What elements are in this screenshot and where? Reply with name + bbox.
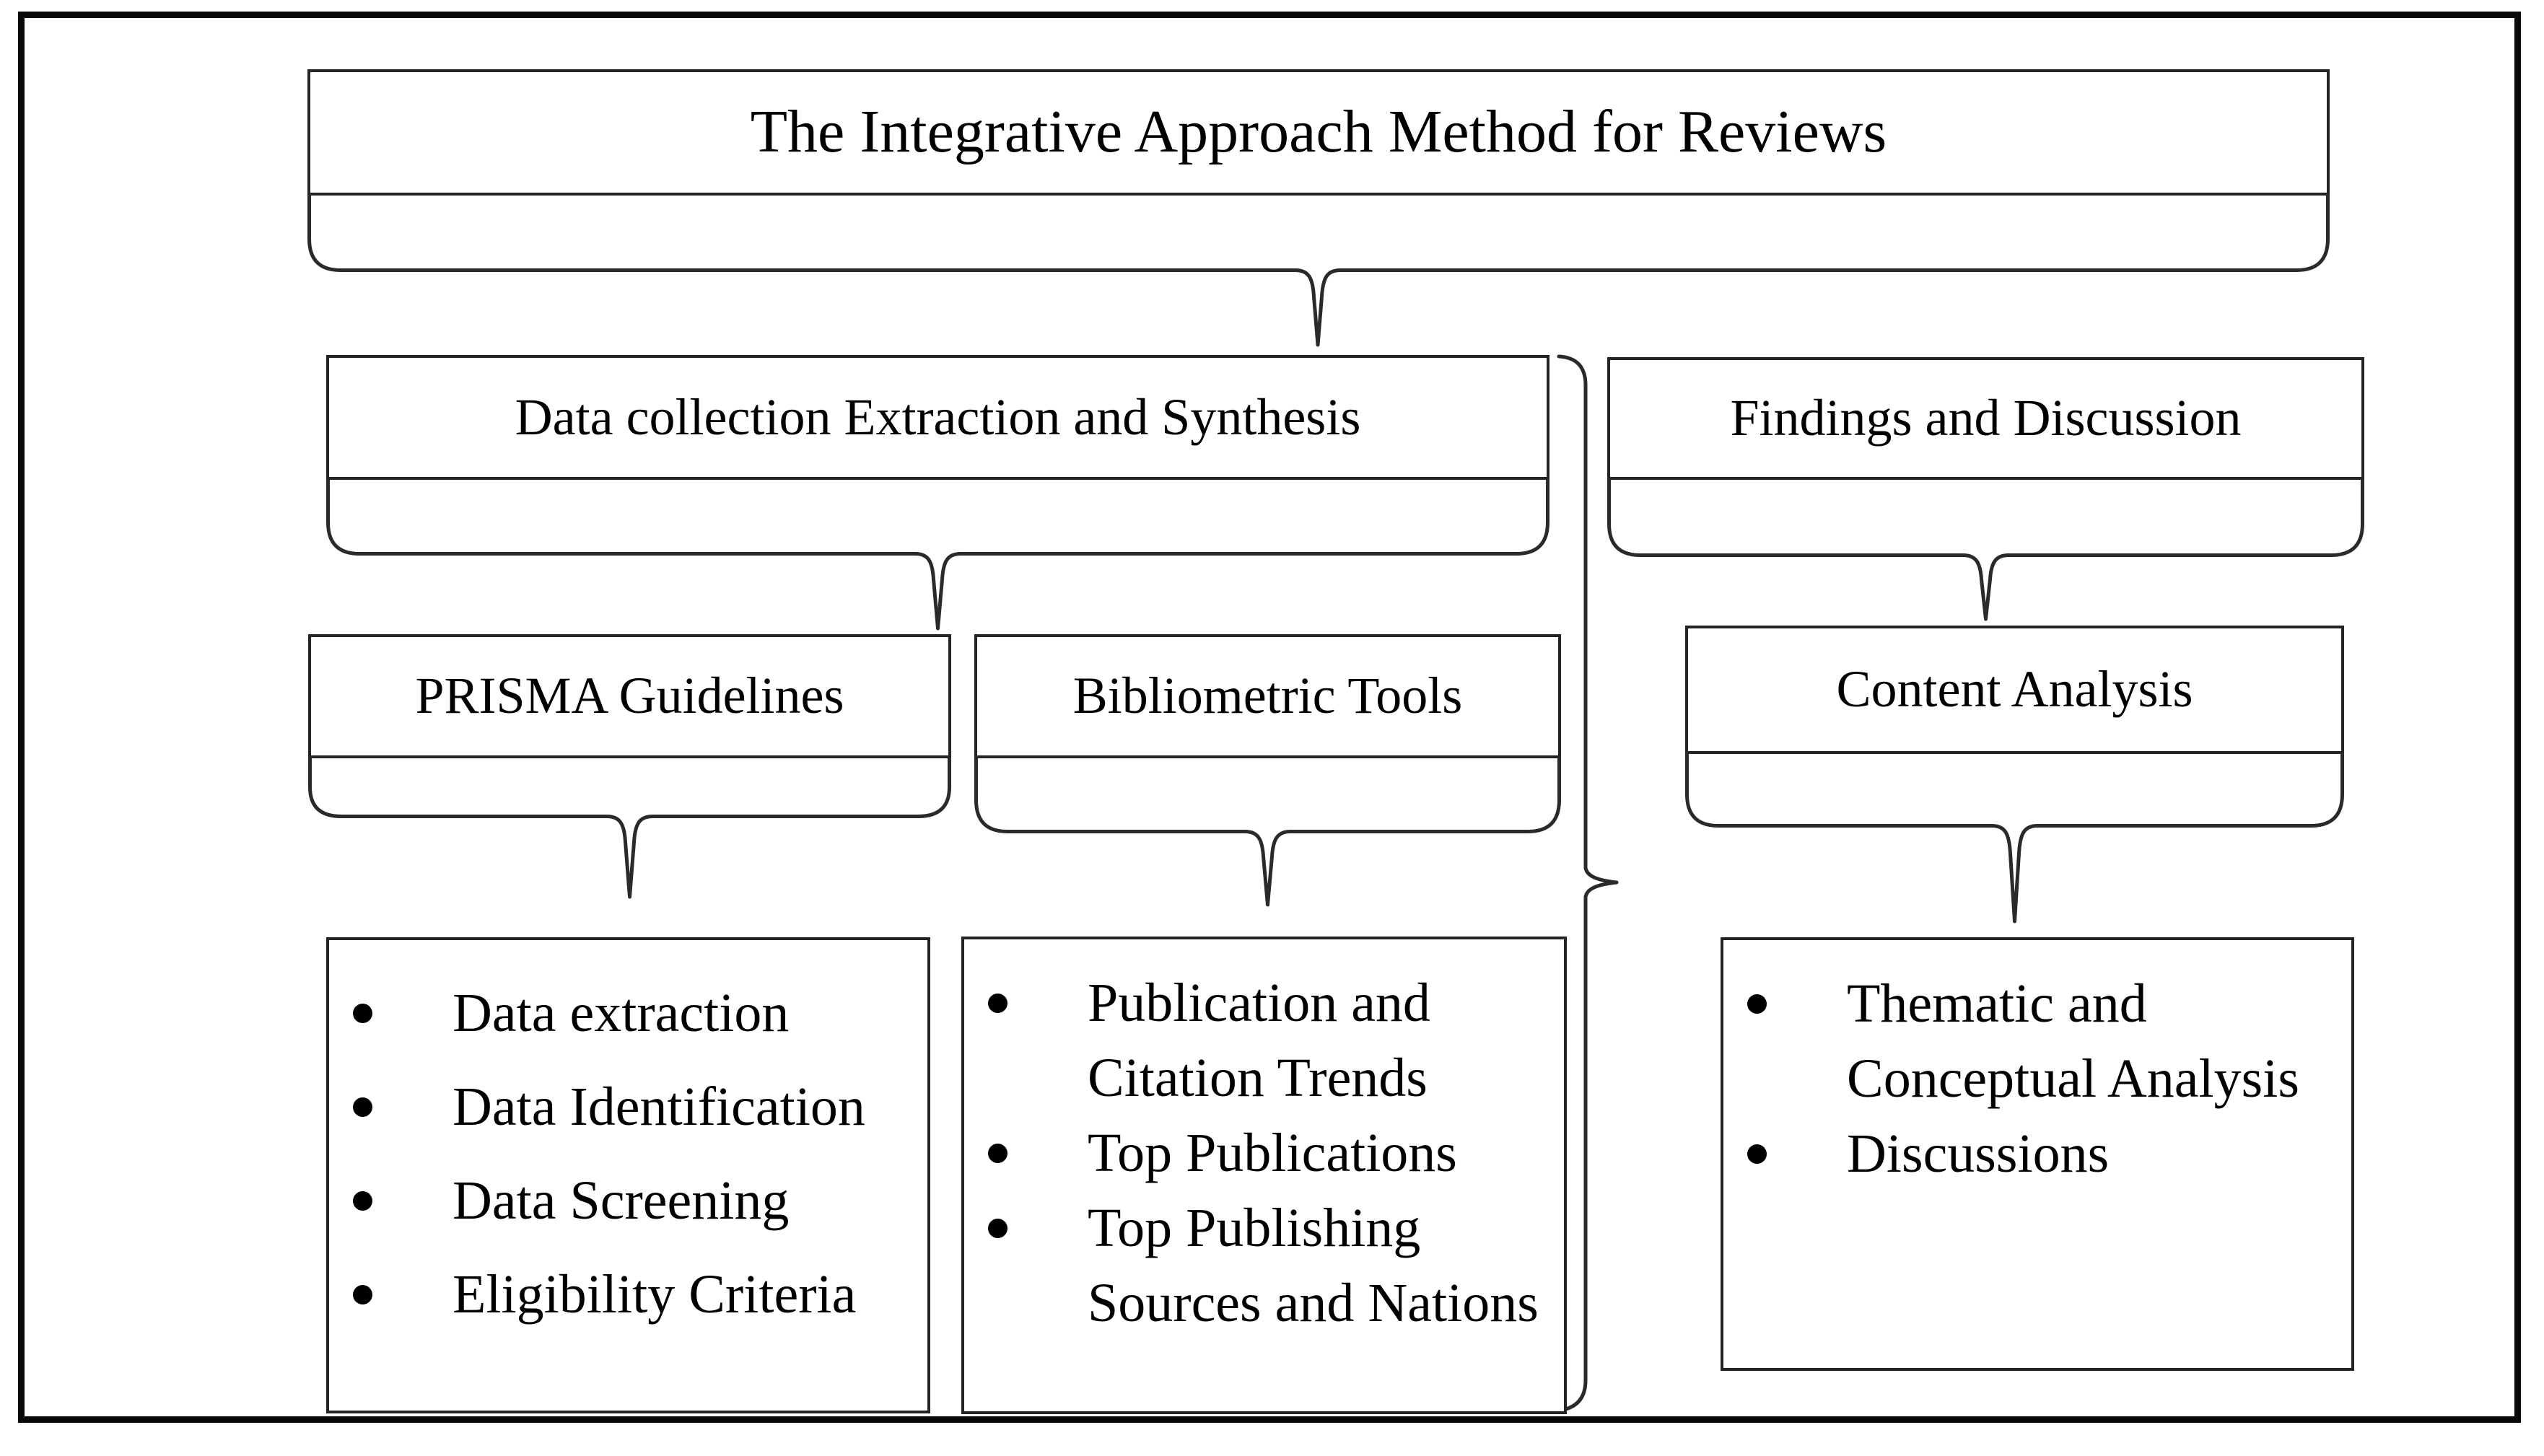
bullet-icon bbox=[353, 1191, 372, 1211]
content-analysis-bullet-list-box: Thematic and Conceptual Analysis Discuss… bbox=[1721, 937, 2354, 1371]
list-item-label: Data Identification bbox=[453, 1076, 865, 1137]
bibliometric-bullet-list: Publication and Citation Trends Top Publ… bbox=[964, 939, 1564, 1341]
bibliometric-bullet-list-box: Publication and Citation Trends Top Publ… bbox=[961, 937, 1567, 1414]
list-item-label: Data extraction bbox=[453, 983, 790, 1043]
list-item-label: Top Publishing Sources and Nations bbox=[1088, 1198, 1539, 1333]
brace-under-content-analysis-icon bbox=[1685, 752, 2344, 924]
list-item: Data Screening bbox=[329, 1154, 913, 1247]
list-item: Thematic and Conceptual Analysis bbox=[1723, 966, 2337, 1116]
list-item: Top Publishing Sources and Nations bbox=[964, 1190, 1549, 1341]
list-item-label: Publication and Citation Trends bbox=[1088, 973, 1430, 1108]
list-item-label: Thematic and Conceptual Analysis bbox=[1847, 973, 2299, 1109]
list-item: Discussions bbox=[1723, 1116, 2337, 1191]
list-item-label: Top Publications bbox=[1088, 1123, 1457, 1183]
content-analysis-label: Content Analysis bbox=[1836, 660, 2193, 719]
list-item-label: Data Screening bbox=[453, 1170, 790, 1231]
list-item-label: Eligibility Criteria bbox=[453, 1264, 857, 1325]
list-item: Eligibility Criteria bbox=[329, 1247, 913, 1341]
bullet-icon bbox=[1747, 994, 1767, 1014]
list-item: Data extraction bbox=[329, 966, 913, 1060]
brace-under-prisma-icon bbox=[308, 756, 951, 899]
brace-under-bibliometric-icon bbox=[974, 756, 1561, 907]
list-item: Data Identification bbox=[329, 1060, 913, 1154]
column-curly-bracket-icon bbox=[1557, 354, 1619, 1413]
content-analysis-header-box: Content Analysis bbox=[1685, 626, 2344, 754]
prisma-bullet-list: Data extraction Data Identification Data… bbox=[329, 940, 927, 1341]
list-item-label: Discussions bbox=[1847, 1123, 2110, 1184]
prisma-label: PRISMA Guidelines bbox=[415, 667, 844, 725]
prisma-bullet-list-box: Data extraction Data Identification Data… bbox=[326, 937, 930, 1413]
findings-header-box: Findings and Discussion bbox=[1607, 357, 2364, 480]
bullet-icon bbox=[1747, 1144, 1767, 1164]
data-collection-header-box: Data collection Extraction and Synthesis bbox=[326, 355, 1549, 480]
page-title: The Integrative Approach Method for Revi… bbox=[750, 98, 1887, 166]
bullet-icon bbox=[353, 1285, 372, 1304]
brace-under-data-collection-icon bbox=[326, 478, 1549, 631]
findings-label: Findings and Discussion bbox=[1730, 389, 2242, 447]
content-analysis-bullet-list: Thematic and Conceptual Analysis Discuss… bbox=[1723, 940, 2351, 1191]
bullet-icon bbox=[988, 994, 1007, 1013]
brace-under-findings-icon bbox=[1607, 478, 2364, 621]
data-collection-label: Data collection Extraction and Synthesis bbox=[515, 387, 1361, 446]
bullet-icon bbox=[353, 1097, 372, 1117]
bibliometric-label: Bibliometric Tools bbox=[1072, 667, 1463, 725]
bibliometric-header-box: Bibliometric Tools bbox=[974, 634, 1561, 758]
prisma-header-box: PRISMA Guidelines bbox=[308, 634, 951, 758]
list-item: Top Publications bbox=[964, 1115, 1549, 1190]
bullet-icon bbox=[353, 1004, 372, 1023]
brace-under-title-icon bbox=[307, 193, 2330, 347]
list-item: Publication and Citation Trends bbox=[964, 965, 1549, 1115]
bullet-icon bbox=[988, 1219, 1007, 1238]
bullet-icon bbox=[988, 1144, 1007, 1163]
title-box: The Integrative Approach Method for Revi… bbox=[307, 69, 2330, 196]
